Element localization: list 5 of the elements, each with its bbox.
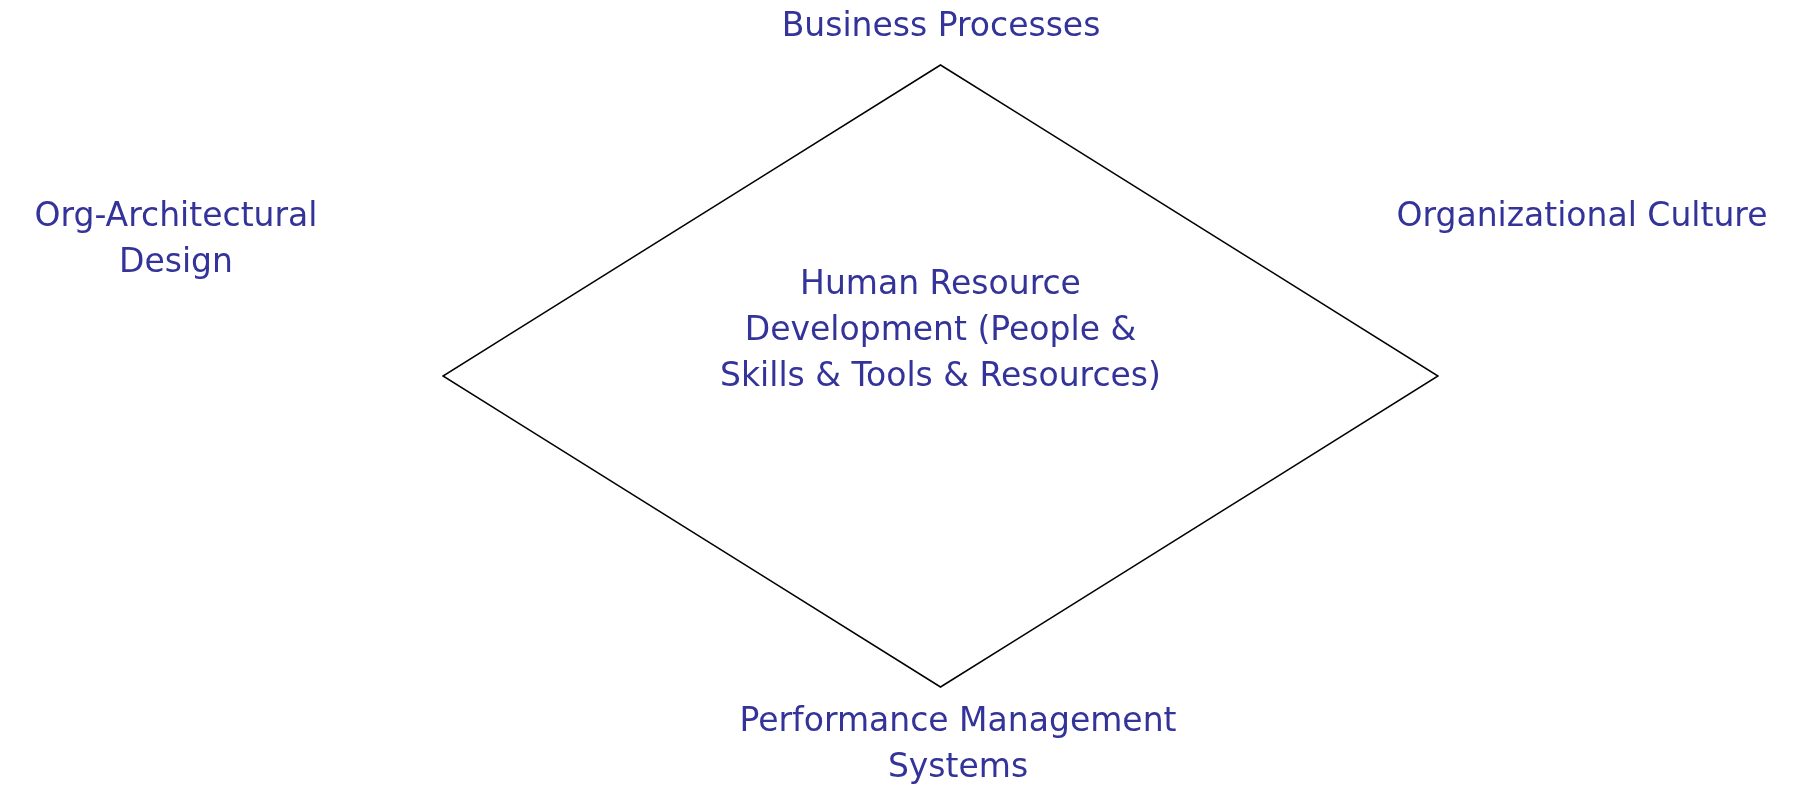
diamond-text: Human Resource Development (People & Skills & Tools & Resources) [719, 262, 1162, 396]
diagram-label: Performance Management Systems [738, 699, 1178, 787]
diagram-label: Org-Architectural Design [33, 194, 319, 282]
diagram-label: Organizational Culture [1395, 194, 1769, 236]
diagram-label: Business Processes [780, 4, 1102, 46]
